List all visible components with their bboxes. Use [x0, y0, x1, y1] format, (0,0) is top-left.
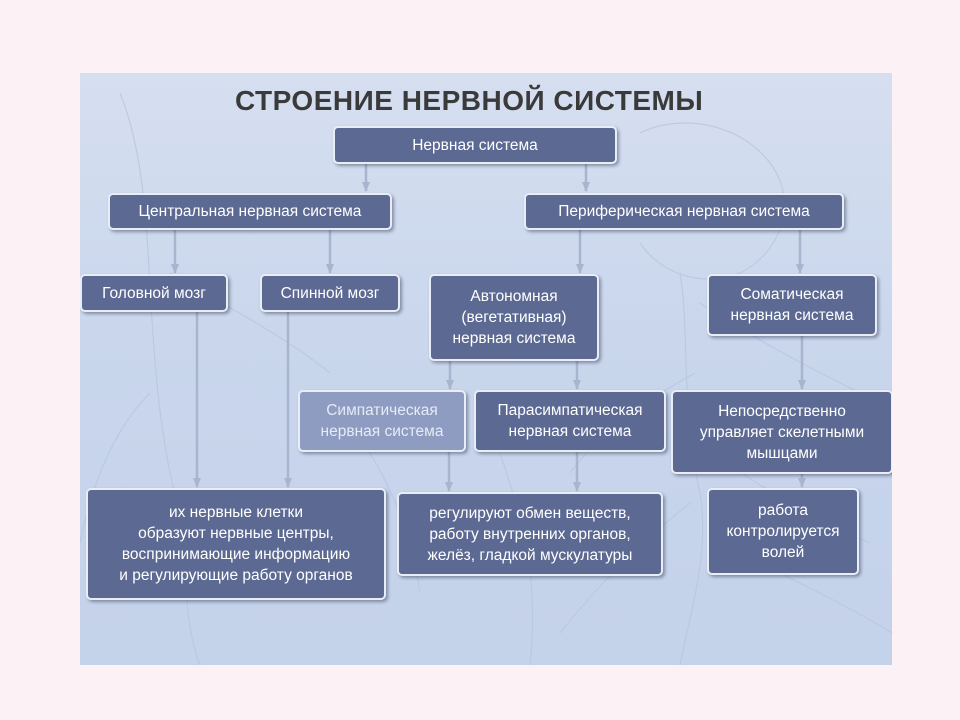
node-cns-description: их нервные клетки образуют нервные центр… [86, 488, 386, 600]
node-autonomic-nervous-system: Автономная (вегетативная) нервная систем… [429, 274, 599, 361]
node-parasympathetic-nervous-system: Парасимпатическая нервная система [474, 390, 666, 452]
diagram-title: СТРОЕНИЕ НЕРВНОЙ СИСТЕМЫ [235, 85, 704, 116]
node-somatic-nervous-system: Соматическая нервная система [707, 274, 877, 336]
slide: СТРОЕНИЕ НЕРВНОЙ СИСТЕМЫ Нервная система… [80, 73, 892, 665]
node-will-control-description: работа контролируется волей [707, 488, 859, 575]
node-brain: Головной мозг [80, 274, 228, 312]
node-spinal-cord: Спинной мозг [260, 274, 400, 312]
node-sympathetic-nervous-system: Симпатическая нервная система [298, 390, 466, 452]
node-central-nervous-system: Центральная нервная система [108, 193, 392, 230]
node-autonomic-description: регулируют обмен веществ, работу внутрен… [397, 492, 663, 576]
node-peripheral-nervous-system: Периферическая нервная система [524, 193, 844, 230]
node-nervous-system: Нервная система [333, 126, 617, 164]
node-skeletal-muscle-control: Непосредственно управляет скелетными мыш… [671, 390, 892, 474]
